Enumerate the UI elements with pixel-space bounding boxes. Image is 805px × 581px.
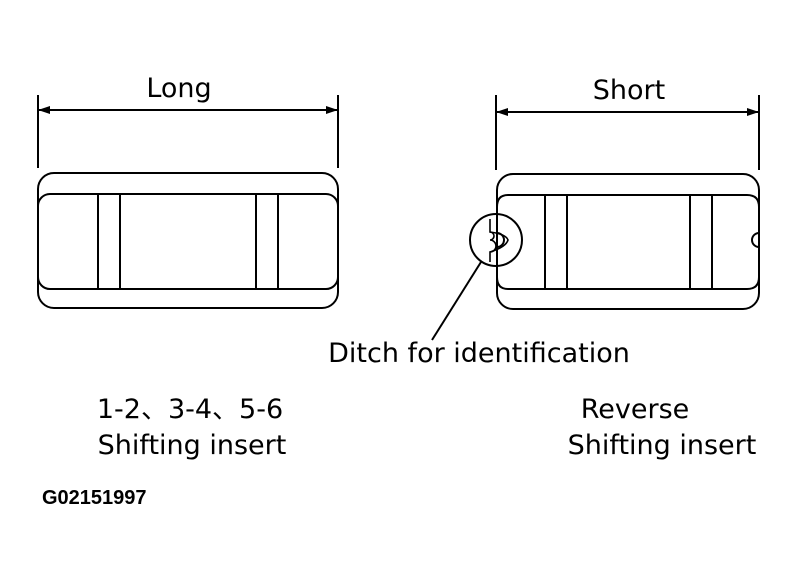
ditch-leader-line	[431, 261, 482, 341]
ditch-callout: Ditch for identification	[328, 213, 630, 369]
ditch-notch-curve	[489, 231, 509, 253]
short-caption-line1: Reverse	[581, 394, 690, 425]
ditch-notch-detail	[489, 219, 497, 262]
short-insert: Short Ditch for identification Reverse S…	[328, 75, 760, 461]
short-insert-outer	[496, 173, 760, 310]
short-caption-line2: Shifting insert	[568, 430, 757, 461]
short-insert-inner	[496, 194, 760, 290]
short-label: Short	[593, 75, 665, 106]
long-insert: Long 1-2、3-4、5-6 Shifting insert	[37, 73, 339, 461]
short-dimension: Short	[495, 75, 760, 170]
ditch-magnifier-circle	[469, 213, 523, 267]
long-caption-line1: 1-2、3-4、5-6	[97, 394, 283, 425]
long-dimension: Long	[37, 73, 339, 168]
long-caption-line2: Shifting insert	[98, 430, 287, 461]
ditch-label: Ditch for identification	[328, 338, 630, 369]
figure-code: G02151997	[42, 487, 147, 509]
long-insert-inner	[37, 193, 339, 290]
long-label: Long	[146, 73, 211, 104]
